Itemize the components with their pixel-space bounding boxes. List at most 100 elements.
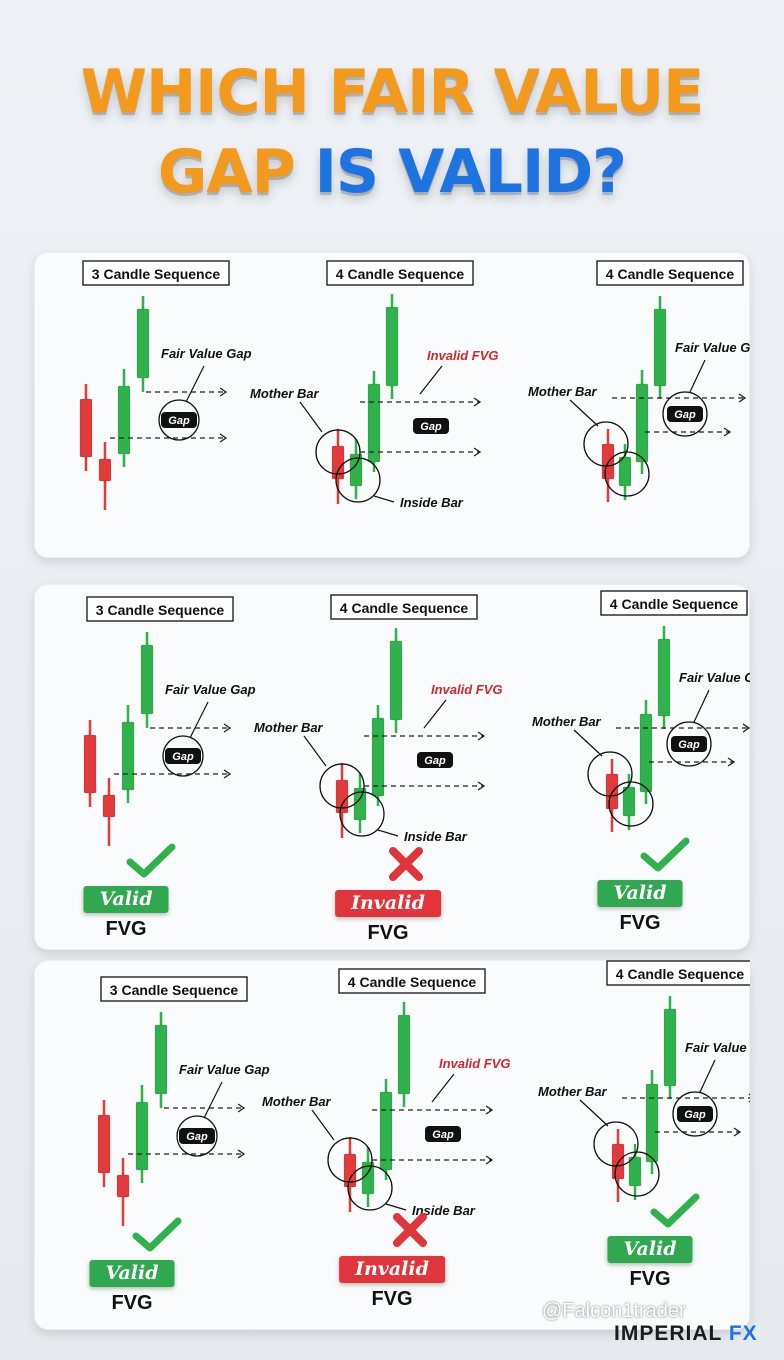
gap-bottom-line [114, 769, 232, 779]
candle-bear-1 [97, 1100, 111, 1187]
gap-badge: Gap [667, 406, 703, 422]
invalid-fvg-label: Invalid FVG [427, 348, 499, 363]
candle-inside-bar [361, 1147, 375, 1207]
candle-bull-2 [653, 296, 667, 399]
gap-badge: Gap [677, 1106, 713, 1122]
sequence-label: 4 Candle Sequence [606, 960, 750, 986]
gap-top-line [616, 723, 750, 733]
sequence-label: 4 Candle Sequence [600, 590, 748, 616]
sequence-label-text: 4 Candle Sequence [348, 974, 477, 990]
candle-bull-1 [121, 705, 135, 803]
candle-bull-2 [389, 628, 403, 733]
fvg-label: FVG [629, 1268, 671, 1290]
inside-bar-circle [614, 1151, 660, 1197]
gap-bottom-line [110, 433, 228, 443]
mother-bar-label: Mother Bar [538, 1084, 608, 1099]
gap-highlight-circle [662, 391, 708, 437]
candle-bull-1 [117, 369, 131, 467]
sequence-label-text: 3 Candle Sequence [110, 982, 239, 998]
sequence-label-text: 3 Candle Sequence [96, 602, 225, 618]
fair-value-gap-label: Fair Value Gap [179, 1062, 270, 1077]
candle-inside-bar [622, 774, 636, 830]
invalid-badge: Invalid [335, 890, 441, 917]
mother-bar-label: Mother Bar [254, 720, 324, 735]
invalid-fvg-label: Invalid FVG [431, 682, 503, 697]
sequence-label-text: 4 Candle Sequence [336, 266, 465, 282]
gap-bottom-line [645, 427, 732, 437]
fvg-label: FVG [105, 918, 147, 940]
candle-mother-bar [331, 429, 345, 504]
inside-bar-circle [604, 451, 650, 497]
gap-highlight-circle [162, 735, 204, 777]
sequence-label-text: 4 Candle Sequence [610, 596, 739, 612]
candle-bull-1 [639, 700, 653, 804]
candle-inside-bar [353, 773, 367, 833]
mother-bar-label: Mother Bar [262, 1094, 332, 1109]
gap-top-line [146, 387, 228, 397]
valid-badge: Valid [89, 1260, 175, 1287]
upper-dashed-line [364, 731, 486, 741]
gap-badge: Gap [413, 418, 449, 434]
gap-bottom-line [649, 757, 736, 767]
gap-top-line [150, 723, 232, 733]
brand-logo: IMPERIAL FX [614, 1322, 758, 1346]
fvg-label: FVG [111, 1292, 153, 1314]
invalid-badge: Invalid [339, 1256, 445, 1283]
candle-bull-1 [367, 371, 381, 472]
title-gap-word: GAP [158, 137, 296, 207]
gap-bottom-line [655, 1127, 742, 1137]
fair-value-gap-label: Fair Value Gap [685, 1040, 750, 1055]
sequence-label-text: 3 Candle Sequence [92, 266, 221, 282]
valid-badge: Valid [607, 1236, 693, 1263]
candle-bull-2 [140, 632, 154, 728]
gap-label: Gap [420, 421, 442, 433]
candle-bear-2 [102, 778, 116, 846]
gap-highlight-circle [176, 1115, 218, 1157]
gap-label: Gap [432, 1129, 454, 1141]
brand-name: IMPERIAL [614, 1322, 722, 1345]
sequence-label: 4 Candle Sequence [330, 594, 478, 620]
candle-inside-bar [628, 1144, 642, 1200]
candle-inside-bar [618, 444, 632, 500]
candle-bear-2 [116, 1158, 130, 1226]
gap-top-line [622, 1093, 750, 1103]
candle-bull-1 [645, 1070, 659, 1174]
invalid-fvg-label: Invalid FVG [439, 1056, 511, 1071]
candle-inside-bar [349, 439, 363, 499]
gap-highlight-circle [672, 1091, 718, 1137]
candle-mother-bar [343, 1137, 357, 1212]
candle-bull-1 [635, 370, 649, 474]
mother-bar-label: Mother Bar [250, 386, 320, 401]
sequence-label: 3 Candle Sequence [100, 976, 248, 1002]
upper-dashed-line [360, 397, 482, 407]
gap-label: Gap [674, 409, 696, 421]
candle-bull-2 [663, 996, 677, 1099]
sequence-label-text: 4 Candle Sequence [340, 600, 469, 616]
title-line-2: GAP IS VALID? [0, 142, 784, 202]
candle-bull-2 [385, 294, 399, 399]
lower-dashed-line [372, 1155, 494, 1165]
candle-mother-bar [335, 763, 349, 838]
inside-bar-label: Inside Bar [404, 829, 468, 844]
mother-bar-label: Mother Bar [528, 384, 598, 399]
fair-value-gap-label: Fair Value Gap [679, 670, 750, 685]
inside-bar-label: Inside Bar [412, 1203, 476, 1218]
gap-label: Gap [684, 1109, 706, 1121]
sequence-label: 3 Candle Sequence [82, 260, 230, 286]
sequence-label: 4 Candle Sequence [326, 260, 474, 286]
candle-bull-2 [136, 296, 150, 392]
gap-badge: Gap [425, 1126, 461, 1142]
brand-suffix: FX [728, 1322, 758, 1345]
